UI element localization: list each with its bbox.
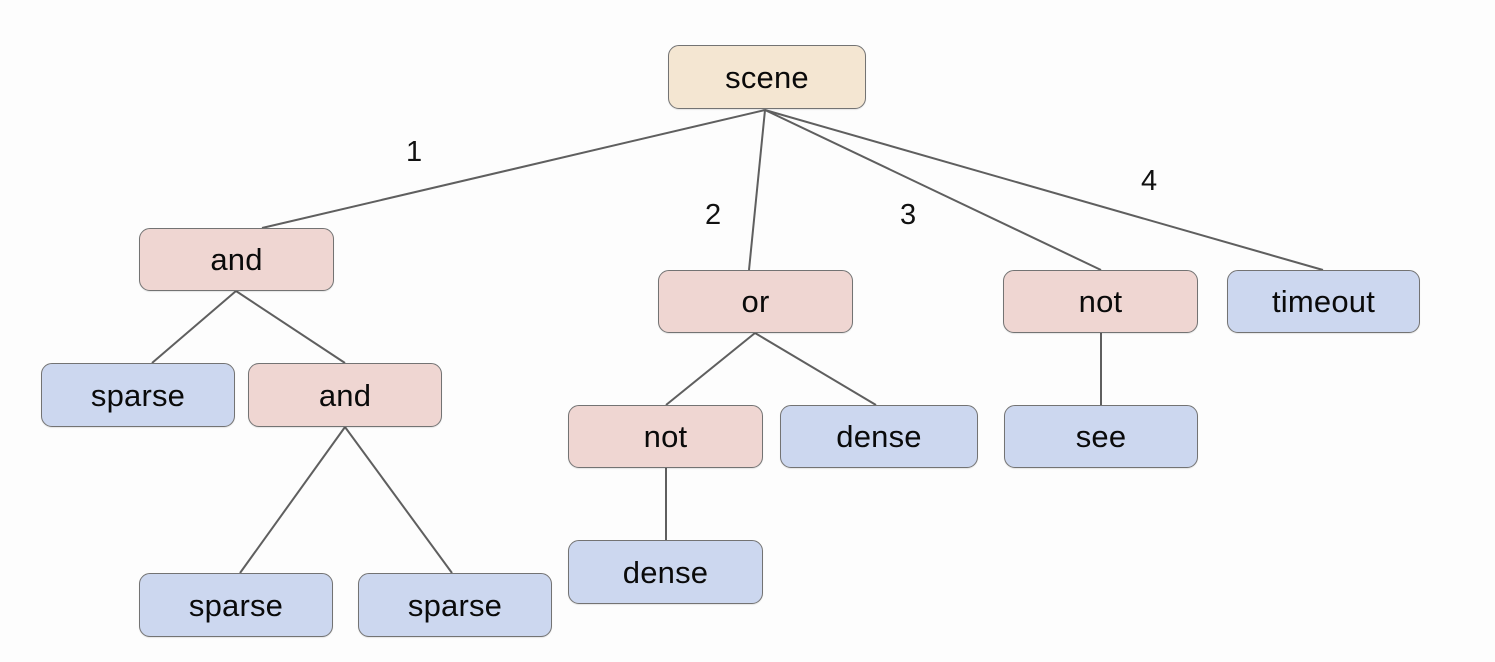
edge-scene-to-timeout1: [764, 109, 1324, 271]
node-label: not: [643, 419, 688, 454]
node-label: and: [318, 377, 372, 413]
node-label: or: [741, 284, 770, 319]
edge-and2-to-sparse3: [344, 426, 453, 574]
node-and1[interactable]: and: [139, 228, 334, 291]
edge-and2-to-sparse2: [239, 426, 346, 574]
edge-label-4: 4: [1141, 165, 1158, 197]
node-label: dense: [836, 419, 922, 454]
edge-and1-to-sparse1: [151, 290, 237, 364]
node-label: sparse: [90, 377, 186, 413]
node-dense2[interactable]: dense: [568, 540, 763, 604]
edge-or1-to-dense1: [754, 332, 877, 406]
node-label: dense: [622, 554, 709, 590]
node-scene[interactable]: scene: [668, 45, 866, 109]
edge-scene-to-not1: [764, 109, 1102, 271]
node-label: scene: [725, 59, 809, 95]
edge-scene-to-and1: [261, 109, 766, 229]
node-label: sparse: [407, 587, 503, 623]
edge-and1-to-and2: [235, 290, 346, 364]
node-sparse3[interactable]: sparse: [358, 573, 552, 637]
node-sparse2[interactable]: sparse: [139, 573, 333, 637]
node-label: not: [1078, 284, 1123, 319]
node-label: and: [210, 242, 263, 277]
node-and2[interactable]: and: [248, 363, 442, 427]
node-not1[interactable]: not: [1003, 270, 1198, 333]
node-sparse1[interactable]: sparse: [41, 363, 235, 427]
node-see1[interactable]: see: [1004, 405, 1198, 468]
node-label: timeout: [1271, 284, 1376, 319]
edge-label-1: 1: [406, 136, 423, 168]
edge-label-3: 3: [900, 199, 917, 231]
edge-or1-to-not2: [665, 332, 756, 406]
edge-scene-to-or1: [748, 109, 766, 271]
node-label: see: [1075, 419, 1127, 454]
node-not2[interactable]: not: [568, 405, 763, 468]
node-timeout1[interactable]: timeout: [1227, 270, 1420, 333]
node-label: sparse: [188, 587, 284, 623]
node-or1[interactable]: or: [658, 270, 853, 333]
node-dense1[interactable]: dense: [780, 405, 978, 468]
edge-label-2: 2: [705, 199, 722, 231]
